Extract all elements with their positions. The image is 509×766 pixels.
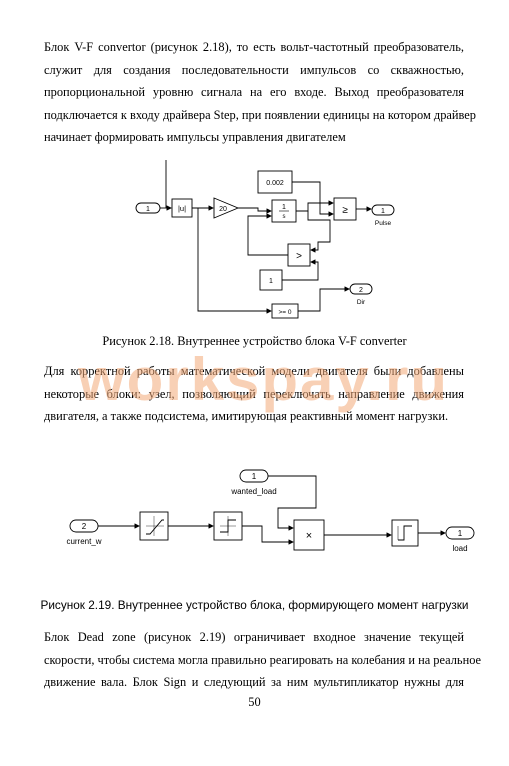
- constant-1-label: 1: [269, 278, 273, 285]
- wanted-load-port-number: 1: [252, 472, 257, 481]
- product-block: [293, 519, 325, 551]
- paragraph-dead-zone: Блок Dead zone (рисунок 2.19) ограничива…: [44, 626, 482, 694]
- text-line: Блок Dead zone (рисунок 2.19) ограничива…: [44, 630, 464, 644]
- paragraph-vf-convertor: Блок V-F convertor (рисунок 2.18), то ес…: [44, 36, 476, 149]
- integrator-num: 1: [282, 204, 286, 211]
- figure-caption-2-18: Рисунок 2.18. Внутреннее устройство блок…: [102, 334, 407, 348]
- text-line: Для корректной работы математической мод…: [44, 364, 464, 378]
- compare-gt-label: >: [296, 251, 302, 262]
- current-w-port-number: 2: [82, 522, 87, 531]
- figure-caption-2-19: Рисунок 2.19. Внутреннее устройство блок…: [40, 598, 469, 612]
- output-dir-port-number: 2: [359, 287, 363, 294]
- input-port-1-label: 1: [146, 206, 150, 213]
- output-dir-label: Dir: [357, 299, 366, 306]
- output-port-pulse: [371, 204, 395, 216]
- product-symbol: ×: [306, 530, 312, 542]
- load-torque-diagram: 1 wanted_load 2 current_w × 1 load: [66, 469, 475, 553]
- wanted-load-label: wanted_load: [230, 487, 276, 496]
- paragraph-model-blocks: Для корректной работы математической мод…: [44, 360, 464, 428]
- compare-ge-label: ≥: [342, 205, 348, 216]
- output-pulse-label: Pulse: [375, 220, 392, 227]
- page-number: 50: [248, 695, 261, 709]
- vf-converter-diagram: 1 |u| 20 0.002 1 s ≥ > 1 >= 0 1 Pulse 2 …: [135, 160, 395, 319]
- abs-block-label: |u|: [178, 204, 186, 213]
- text-line: пропорциональной уровню сигнала на его в…: [44, 85, 464, 99]
- output-pulse-port-number: 1: [381, 208, 385, 215]
- text-line: некоторые блоки: узел, позволяющий перек…: [44, 386, 464, 401]
- load-port-number: 1: [458, 529, 463, 538]
- output-port-load: [445, 526, 475, 540]
- text-line: скорости, чтобы система могла правильно …: [44, 652, 482, 667]
- constant-0002-label: 0.002: [266, 180, 284, 187]
- text-line: движение вала. Блок Sign и следующий за …: [44, 675, 464, 689]
- integrator-den: s: [283, 214, 286, 220]
- relay-block: [391, 519, 419, 547]
- text-line: подключается к входу драйвера Step, при …: [44, 107, 476, 122]
- text-line: служит для создания последовательности и…: [44, 62, 464, 77]
- text-line: начинает формировать импульсы управления…: [44, 130, 346, 144]
- gain-block: [213, 197, 240, 219]
- output-port-dir: [349, 283, 373, 295]
- gain-block-label: 20: [219, 206, 227, 213]
- current-w-label: current_w: [66, 537, 101, 546]
- load-label: load: [452, 544, 467, 553]
- text-line: двигателя, а также подсистема, имитирующ…: [44, 409, 449, 423]
- text-line: Блок V-F convertor (рисунок 2.18), то ес…: [44, 40, 464, 54]
- compare-zero-label: >= 0: [278, 309, 291, 316]
